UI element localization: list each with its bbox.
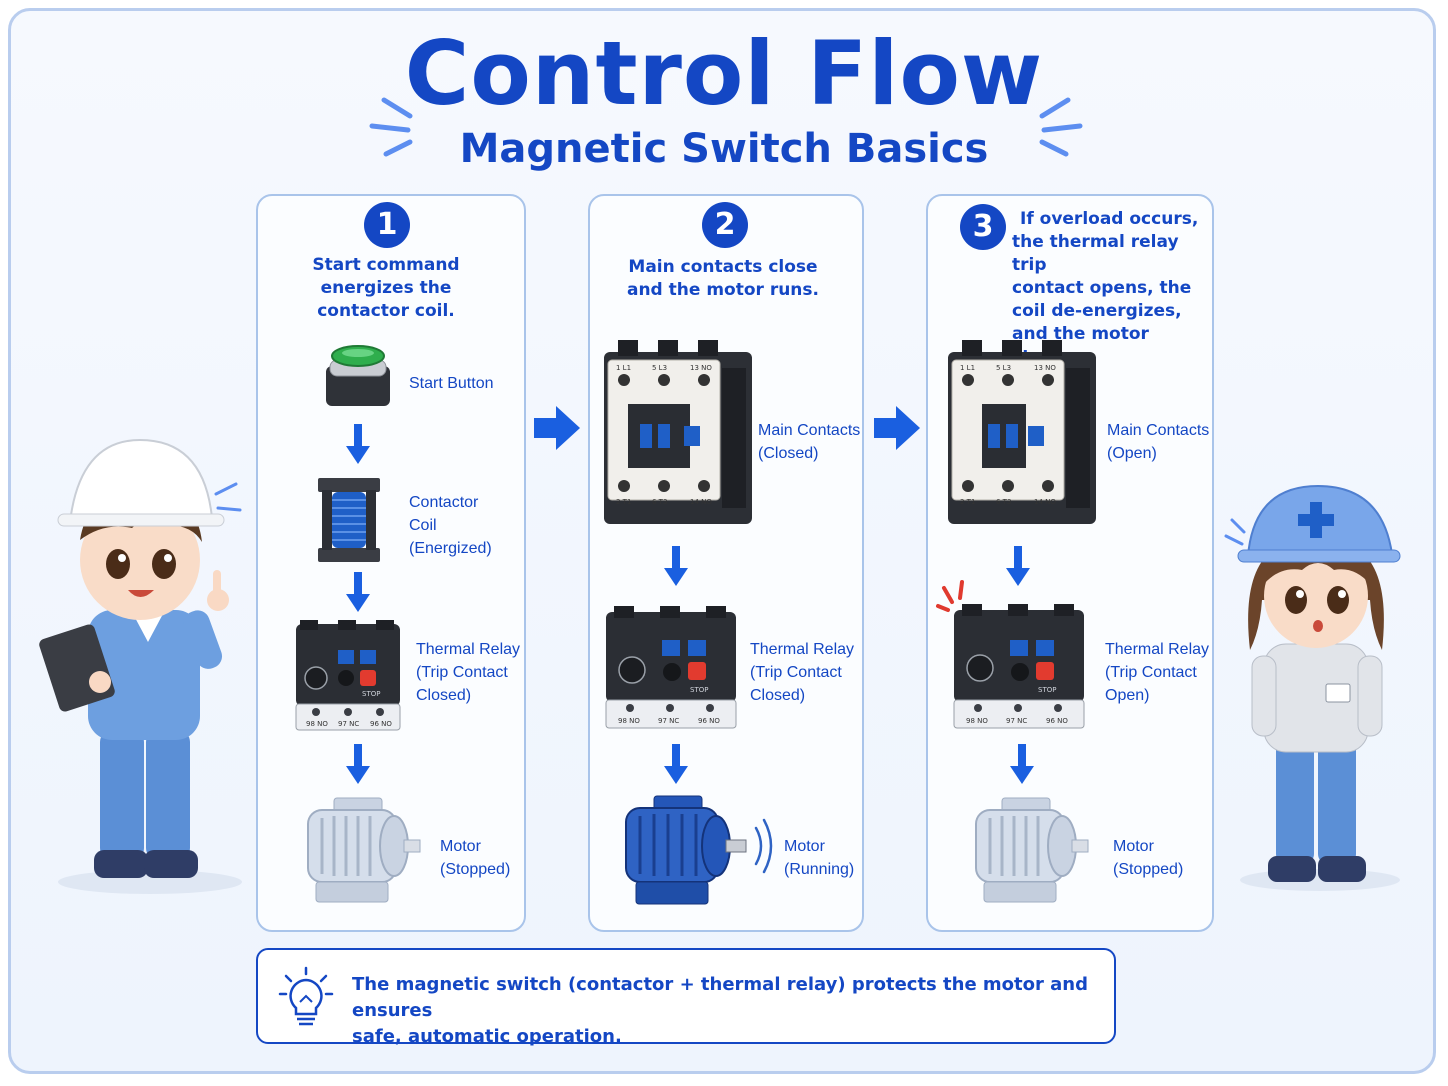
svg-text:13 NO: 13 NO bbox=[690, 364, 712, 372]
contactor-icon: 1 L1 5 L3 13 NO 2 T1 6 T3 14 NO bbox=[948, 340, 1096, 524]
svg-text:13 NO: 13 NO bbox=[1034, 364, 1056, 372]
thermal-relay-icon: STOP 98 NO 97 NC 96 NO bbox=[605, 606, 737, 729]
svg-text:98 NO: 98 NO bbox=[618, 717, 640, 725]
svg-text:96 NO: 96 NO bbox=[370, 720, 392, 728]
svg-text:1 L1: 1 L1 bbox=[616, 364, 631, 372]
svg-text:98 NO: 98 NO bbox=[966, 717, 988, 725]
main-contacts-label: Main Contacts (Open) bbox=[1107, 422, 1210, 462]
thermal-relay-label: Thermal Relay (Trip Contact Closed) bbox=[750, 641, 855, 704]
arrow-down-icon bbox=[346, 572, 370, 612]
step-1-badge: 1 bbox=[364, 202, 410, 248]
svg-text:2 T1: 2 T1 bbox=[616, 498, 631, 506]
arrow-down-icon bbox=[1006, 546, 1030, 586]
lightbulb-icon bbox=[278, 966, 334, 1026]
engineer-character-right-icon bbox=[1224, 484, 1401, 891]
svg-text:97 NC: 97 NC bbox=[338, 720, 359, 728]
motor-label: Motor (Running) bbox=[784, 838, 855, 878]
step-1-panel bbox=[256, 194, 526, 932]
thermal-relay-icon: STOP 98 NO 97 NC 96 NO bbox=[295, 620, 401, 731]
thermal-relay-label: Thermal Relay (Trip Contact Open) bbox=[1105, 641, 1210, 704]
svg-text:5 L3: 5 L3 bbox=[996, 364, 1011, 372]
arrow-down-icon bbox=[664, 744, 688, 784]
svg-text:STOP: STOP bbox=[1038, 686, 1056, 694]
svg-text:14 NO: 14 NO bbox=[690, 498, 712, 506]
step-3-badge: 3 bbox=[960, 204, 1006, 250]
sparkle-right-icon bbox=[1039, 97, 1083, 157]
contactor-coil-icon bbox=[318, 478, 380, 562]
arrow-right-icon bbox=[874, 406, 920, 450]
alert-burst-icon bbox=[936, 580, 964, 612]
thermal-relay-label: Thermal Relay (Trip Contact Closed) bbox=[416, 641, 521, 704]
summary-note-text: The magnetic switch (contactor + thermal… bbox=[352, 974, 1089, 1047]
svg-text:1 L1: 1 L1 bbox=[960, 364, 975, 372]
svg-text:6 T3: 6 T3 bbox=[996, 498, 1011, 506]
svg-text:14 NO: 14 NO bbox=[1034, 498, 1056, 506]
arrow-down-icon bbox=[1010, 744, 1034, 784]
motor-icon bbox=[625, 795, 773, 905]
svg-text:97 NC: 97 NC bbox=[1006, 717, 1027, 725]
start-button-icon bbox=[326, 345, 390, 406]
svg-text:5 L3: 5 L3 bbox=[652, 364, 667, 372]
engineer-character-left-icon bbox=[39, 438, 242, 894]
contactor-coil-label: Contactor Coil (Energized) bbox=[409, 494, 492, 557]
step-2-badge: 2 bbox=[702, 202, 748, 248]
svg-text:97 NC: 97 NC bbox=[658, 717, 679, 725]
arrow-down-icon bbox=[346, 744, 370, 784]
step-1-text: Start command energizes the contactor co… bbox=[312, 255, 460, 321]
arrow-right-icon bbox=[534, 406, 580, 450]
svg-text:98 NO: 98 NO bbox=[306, 720, 328, 728]
svg-text:96 NO: 96 NO bbox=[1046, 717, 1068, 725]
svg-text:96 NO: 96 NO bbox=[698, 717, 720, 725]
motor-label: Motor (Stopped) bbox=[1113, 838, 1184, 878]
page-subtitle: Magnetic Switch Basics bbox=[459, 126, 989, 172]
sparkle-left-icon bbox=[369, 97, 413, 157]
step-3-text: If overload occurs, the thermal relay tr… bbox=[1012, 209, 1199, 367]
relay-stop-text: STOP bbox=[362, 690, 380, 698]
svg-text:6 T3: 6 T3 bbox=[652, 498, 667, 506]
page-title: Control Flow bbox=[404, 22, 1044, 125]
arrow-down-icon bbox=[346, 424, 370, 464]
step-2-text: Main contacts close and the motor runs. bbox=[626, 257, 819, 300]
motor-icon bbox=[307, 797, 421, 903]
step-3-panel bbox=[926, 194, 1214, 932]
svg-text:2 T1: 2 T1 bbox=[960, 498, 975, 506]
start-button-label: Start Button bbox=[409, 375, 494, 392]
svg-text:STOP: STOP bbox=[690, 686, 708, 694]
thermal-relay-icon: STOP 98 NO 97 NC 96 NO bbox=[953, 604, 1085, 729]
arrow-down-icon bbox=[664, 546, 688, 586]
motor-label: Motor (Stopped) bbox=[440, 838, 511, 878]
contactor-icon: 1 L1 5 L3 13 NO 2 T1 6 T3 14 NO bbox=[604, 340, 752, 524]
motor-icon bbox=[975, 797, 1089, 903]
main-contacts-label: Main Contacts (Closed) bbox=[758, 422, 861, 462]
summary-note: The magnetic switch (contactor + thermal… bbox=[256, 948, 1116, 1047]
